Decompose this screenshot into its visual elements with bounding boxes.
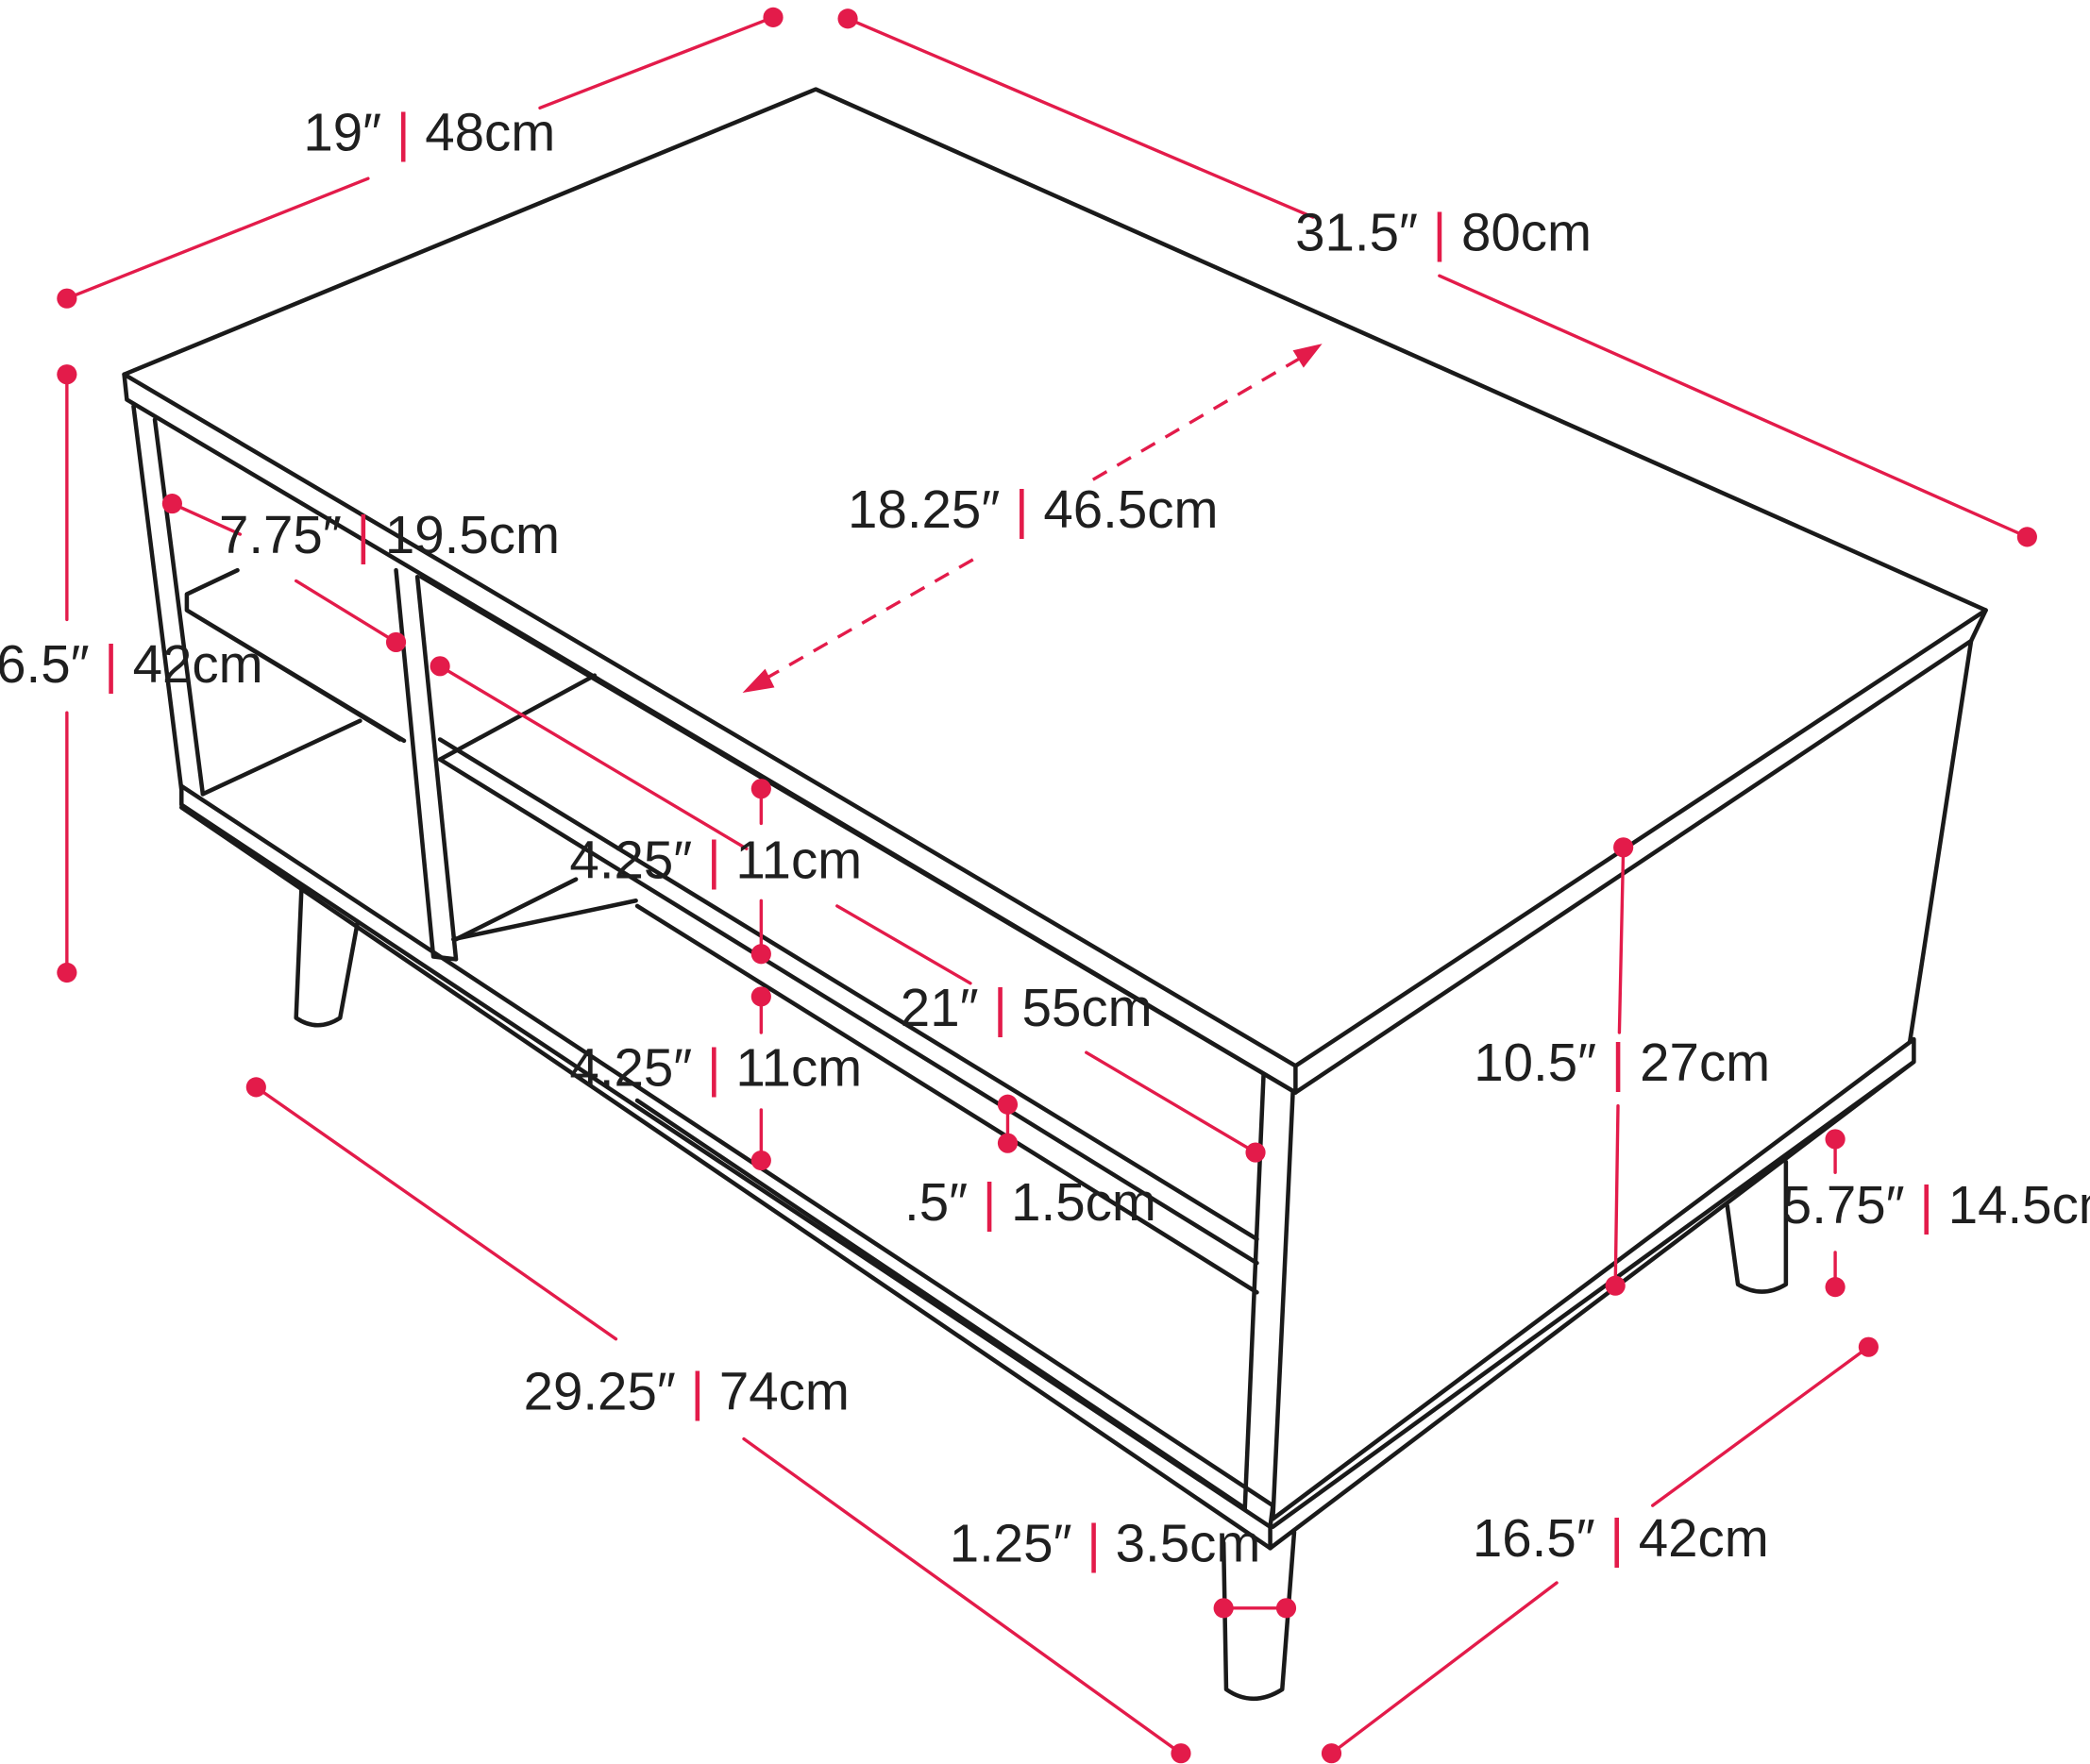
middle-divider: [394, 567, 459, 962]
cabinet-side-panel: [1907, 638, 1974, 1045]
leg-front: [1221, 1530, 1297, 1701]
leg-right-back: [1725, 1159, 1789, 1294]
label-cabinet-height: 10.5″ | 27cm: [1474, 1033, 1770, 1092]
label-shelf-thickness: .5″ | 1.5cm: [904, 1172, 1156, 1232]
label-top-depth: 19″ | 48cm: [303, 103, 555, 162]
base-front-lower: [179, 805, 1273, 1551]
label-lower-opening: 4.25″ | 11cm: [569, 1037, 862, 1097]
tabletop: [122, 87, 1988, 1068]
label-shelf-width: 21″ | 55cm: [901, 978, 1153, 1037]
upper-shelf: [184, 567, 1259, 1266]
shelf-back-lines: [200, 673, 598, 942]
rail-lines: [419, 574, 1298, 1511]
dimension-lines: [57, 7, 2037, 1764]
dimension-labels: 19″ | 48cm 31.5″ | 80cm 16.5″ | 42cm 7.7…: [0, 103, 2090, 1573]
left-end-panel: [131, 404, 206, 797]
tabletop-side-edge: [1293, 608, 1988, 1095]
base-front: [179, 783, 1275, 1551]
label-upper-opening: 4.25″ | 11cm: [569, 830, 862, 889]
label-leg-height: 5.75″ | 14.5cm: [1782, 1175, 2090, 1235]
label-top-width: 31.5″ | 80cm: [1295, 202, 1592, 261]
label-shelf-depth: 7.75″ | 19.5cm: [219, 505, 560, 564]
label-overall-height: 16.5″ | 42cm: [0, 634, 263, 694]
label-base-width: 29.25″ | 74cm: [524, 1362, 850, 1421]
label-inner-depth: 18.25″ | 46.5cm: [848, 479, 1218, 539]
label-leg-width: 1.25″ | 3.5cm: [950, 1513, 1261, 1572]
base-side: [1268, 1036, 1916, 1551]
leg-left: [294, 887, 360, 1028]
label-base-depth: 16.5″ | 42cm: [1473, 1508, 1769, 1568]
table-drawing: [122, 87, 1988, 1701]
cabinet-corner-post: [1242, 1072, 1295, 1521]
